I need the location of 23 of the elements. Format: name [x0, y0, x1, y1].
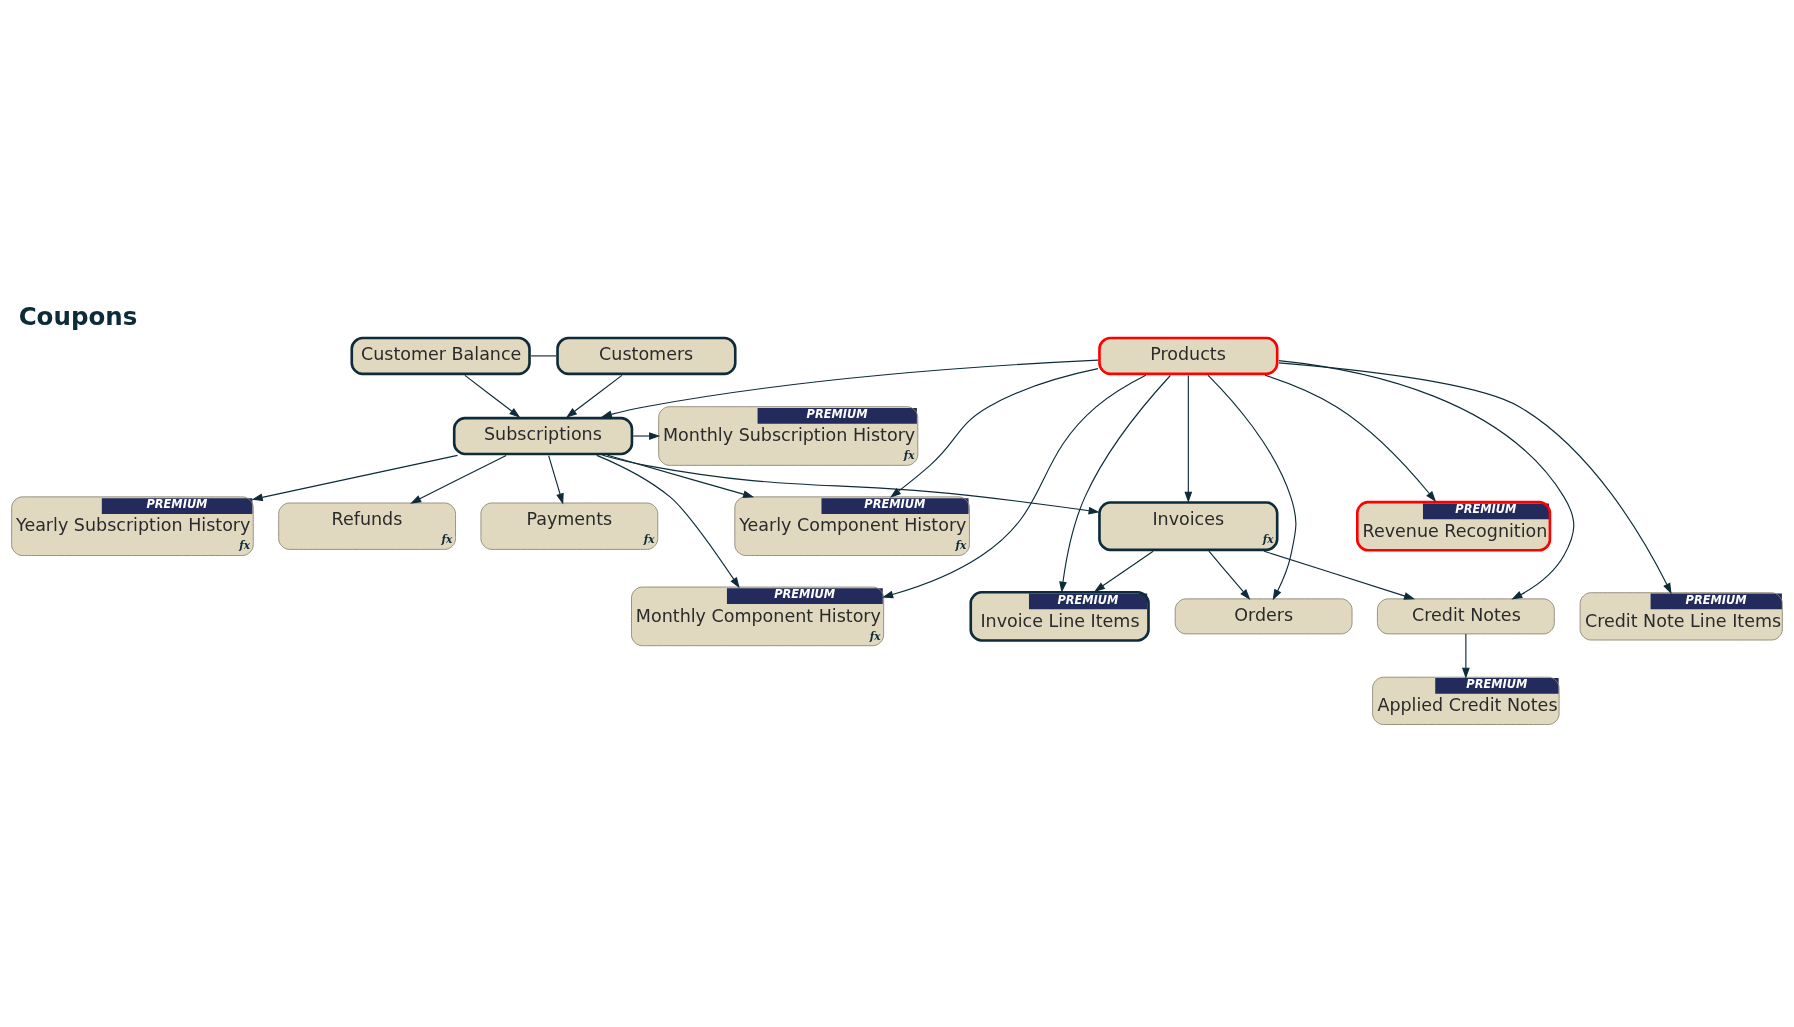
arrow	[1278, 360, 1575, 600]
arrow	[464, 374, 521, 418]
arrow	[1264, 374, 1437, 502]
arrow	[632, 432, 661, 440]
arrow	[1184, 374, 1193, 503]
arrow	[606, 454, 755, 498]
arrow	[882, 374, 1147, 599]
connector	[530, 355, 557, 357]
arrow	[251, 454, 459, 502]
arrow	[1059, 374, 1171, 593]
arrow	[1208, 550, 1251, 600]
arrow	[1263, 550, 1416, 600]
arrow	[1278, 362, 1672, 595]
diagram-title: Coupons	[18, 301, 138, 331]
arrow	[1094, 550, 1154, 592]
arrow	[410, 454, 507, 504]
arrow	[890, 368, 1099, 498]
arrow	[548, 455, 564, 505]
arrow	[600, 359, 1099, 419]
arrow	[1207, 374, 1297, 601]
arrow	[596, 454, 740, 589]
arrow	[1462, 633, 1470, 679]
arrow	[566, 374, 623, 418]
